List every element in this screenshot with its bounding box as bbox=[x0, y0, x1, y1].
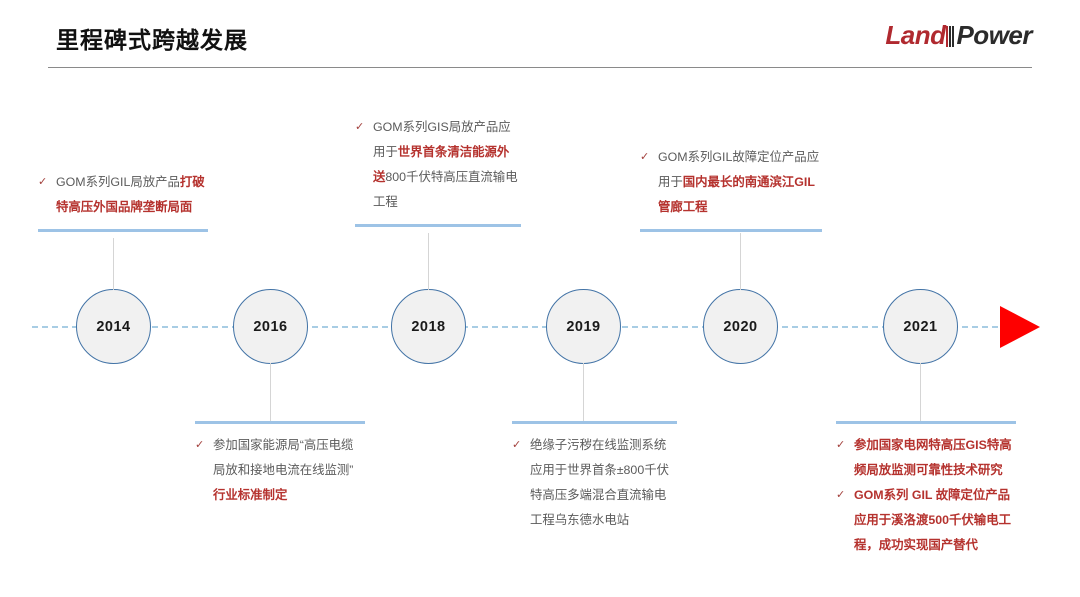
header-divider bbox=[48, 67, 1032, 68]
callout-2020-seg-0: GOM系列GIL故障定位产品应用于 bbox=[658, 150, 820, 189]
page-title: 里程碑式跨越发展 bbox=[56, 27, 248, 53]
callout-2014-seg-0: GOM系列GIL局放产品 bbox=[56, 175, 180, 189]
callout-2016-seg-1: 行业标准制定 bbox=[213, 487, 288, 502]
logo-bars-icon bbox=[946, 26, 955, 47]
callout-2016-text: ✓ 参加国家能源局“高压电缆局放和接地电流在线监测” 行业标准制定 bbox=[195, 433, 365, 508]
callout-2020-text: ✓ GOM系列GIL故障定位产品应用于国内最长的南通滨江GIL管廊工程 bbox=[640, 145, 822, 220]
logo-text-land: Land bbox=[885, 20, 946, 50]
timeline-node-2018[interactable]: 2018 bbox=[391, 289, 466, 364]
callout-2018: ✓ GOM系列GIS局放产品应用于世界首条清洁能源外送800千伏特高压直流输电工… bbox=[355, 115, 521, 227]
connector-2014 bbox=[113, 238, 114, 290]
callout-2018-seg-1: 世界首条清洁能源外送 bbox=[373, 145, 510, 184]
callout-2014: ✓ GOM系列GIL局放产品打破特高压外国品牌垄断局面 bbox=[38, 170, 208, 232]
callout-2018-seg-0: GOM系列GIS局放产品应用于 bbox=[373, 120, 511, 159]
check-icon: ✓ bbox=[640, 151, 650, 163]
check-icon: ✓ bbox=[512, 438, 522, 451]
list-item: ✓ GOM系列GIL故障定位产品应用于国内最长的南通滨江GIL管廊工程 bbox=[640, 145, 822, 220]
callout-2020-seg-1: 国内最长的南通滨江GIL管廊工程 bbox=[658, 175, 815, 214]
callout-2014-seg-1: 打破特高压外国品牌垄断局面 bbox=[56, 175, 205, 214]
callout-2014-rule bbox=[38, 229, 208, 232]
check-icon: ✓ bbox=[38, 176, 48, 188]
timeline-node-2019[interactable]: 2019 bbox=[546, 289, 621, 364]
callout-2019: ✓ 绝缘子污秽在线监测系统应用于世界首条±800千伏特高压多端混合直流输电工程乌… bbox=[512, 421, 677, 533]
timeline-axis bbox=[32, 326, 998, 328]
timeline-node-2021[interactable]: 2021 bbox=[883, 289, 958, 364]
callout-2016: ✓ 参加国家能源局“高压电缆局放和接地电流在线监测” 行业标准制定 bbox=[195, 421, 365, 508]
timeline-node-2020[interactable]: 2020 bbox=[703, 289, 778, 364]
callout-2014-text: ✓ GOM系列GIL局放产品打破特高压外国品牌垄断局面 bbox=[38, 170, 208, 220]
callout-2021-text: ✓ 参加国家电网特高压GIS特高频局放监测可靠性技术研究 ✓ GOM系列 GIL… bbox=[836, 433, 1016, 558]
logo-text-power: Power bbox=[956, 20, 1032, 50]
callout-2020: ✓ GOM系列GIL故障定位产品应用于国内最长的南通滨江GIL管廊工程 bbox=[640, 145, 822, 232]
callout-2016-rule bbox=[195, 421, 365, 424]
callout-2016-seg-0: 参加国家能源局“高压电缆局放和接地电流在线监测” bbox=[213, 437, 354, 477]
callout-2021-b1-seg-0: GOM系列 GIL 故障定位产品应用于溪洛渡500千伏输电工程，成功实现国产替代 bbox=[854, 487, 1011, 552]
connector-2019 bbox=[583, 363, 584, 423]
brand-logo: Land Power bbox=[885, 22, 1032, 48]
callout-2019-text: ✓ 绝缘子污秽在线监测系统应用于世界首条±800千伏特高压多端混合直流输电工程乌… bbox=[512, 433, 677, 533]
callout-2019-seg-0: 绝缘子污秽在线监测系统应用于世界首条±800千伏特高压多端混合直流输电工程乌东德… bbox=[530, 437, 669, 527]
callout-2020-rule bbox=[640, 229, 822, 232]
list-item: ✓ 参加国家能源局“高压电缆局放和接地电流在线监测” 行业标准制定 bbox=[195, 433, 365, 508]
connector-2016 bbox=[270, 363, 271, 423]
check-icon: ✓ bbox=[836, 488, 846, 501]
connector-2018 bbox=[428, 233, 429, 290]
callout-2021: ✓ 参加国家电网特高压GIS特高频局放监测可靠性技术研究 ✓ GOM系列 GIL… bbox=[836, 421, 1016, 558]
callout-2018-seg-2: 800千伏特高压直流输电工程 bbox=[373, 170, 518, 209]
connector-2021 bbox=[920, 363, 921, 423]
list-item: ✓ GOM系列GIS局放产品应用于世界首条清洁能源外送800千伏特高压直流输电工… bbox=[355, 115, 521, 215]
check-icon: ✓ bbox=[195, 438, 205, 451]
list-item: ✓ 绝缘子污秽在线监测系统应用于世界首条±800千伏特高压多端混合直流输电工程乌… bbox=[512, 433, 677, 533]
timeline-node-2016[interactable]: 2016 bbox=[233, 289, 308, 364]
callout-2021-rule bbox=[836, 421, 1016, 424]
arrow-right-icon bbox=[1000, 306, 1040, 348]
list-item: ✓ GOM系列 GIL 故障定位产品应用于溪洛渡500千伏输电工程，成功实现国产… bbox=[836, 483, 1016, 558]
callout-2018-rule bbox=[355, 224, 521, 227]
list-item: ✓ 参加国家电网特高压GIS特高频局放监测可靠性技术研究 bbox=[836, 433, 1016, 483]
check-icon: ✓ bbox=[836, 438, 846, 451]
callout-2021-b0-seg-0: 参加国家电网特高压GIS特高频局放监测可靠性技术研究 bbox=[854, 437, 1012, 477]
callout-2018-text: ✓ GOM系列GIS局放产品应用于世界首条清洁能源外送800千伏特高压直流输电工… bbox=[355, 115, 521, 215]
check-icon: ✓ bbox=[355, 121, 365, 133]
connector-2020 bbox=[740, 233, 741, 290]
callout-2019-rule bbox=[512, 421, 677, 424]
timeline-node-2014[interactable]: 2014 bbox=[76, 289, 151, 364]
list-item: ✓ GOM系列GIL局放产品打破特高压外国品牌垄断局面 bbox=[38, 170, 208, 220]
